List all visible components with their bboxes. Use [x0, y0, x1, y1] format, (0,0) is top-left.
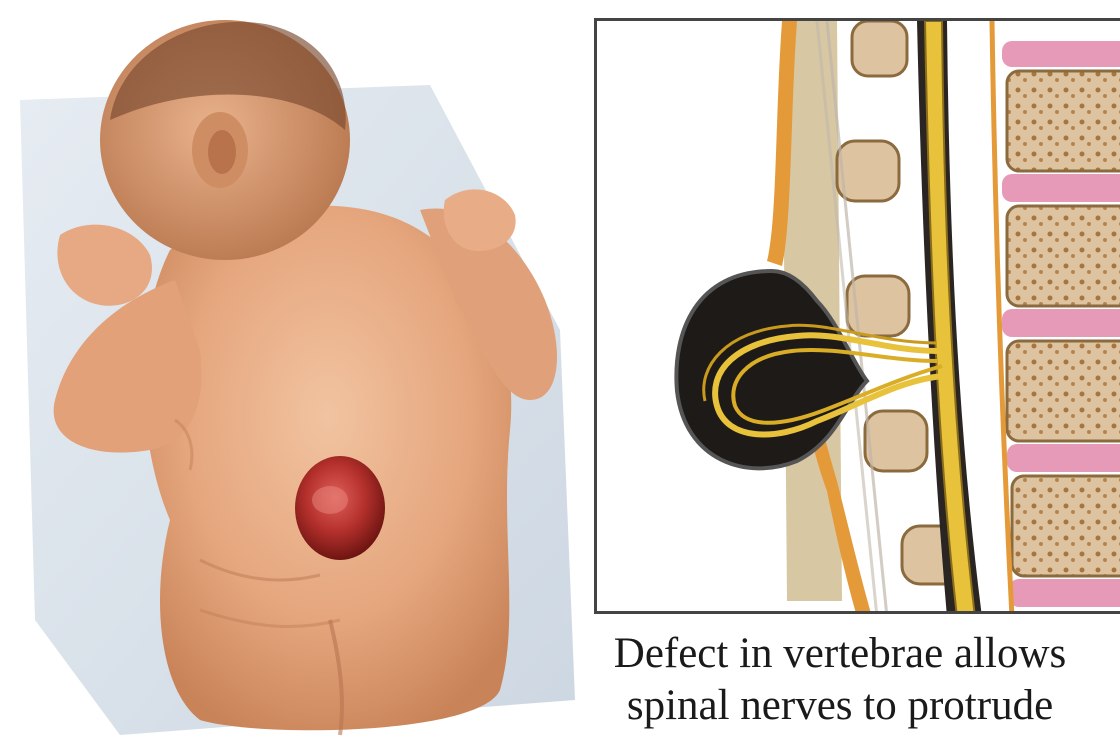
baby-illustration [0, 0, 590, 738]
spinous-process [865, 411, 927, 471]
vertebral-body [1012, 476, 1120, 576]
figure-caption: Defect in vertebrae allows spinal nerves… [560, 628, 1120, 732]
intervertebral-disc [1002, 174, 1120, 202]
vertebral-body [1007, 71, 1120, 171]
intervertebral-disc [1002, 41, 1120, 67]
spine-cross-section-panel [594, 18, 1120, 614]
vertebral-body [1007, 206, 1120, 306]
spine-cross-section [597, 21, 1120, 614]
spinous-process [852, 21, 907, 76]
intervertebral-disc [1007, 444, 1120, 472]
intervertebral-disc [1009, 579, 1120, 607]
caption-line-2: spinal nerves to protrude [560, 680, 1120, 732]
caption-line-1: Defect in vertebrae allows [560, 628, 1120, 680]
spinous-process [837, 141, 899, 201]
vertebral-body [1007, 341, 1120, 441]
intervertebral-disc [1002, 309, 1120, 337]
